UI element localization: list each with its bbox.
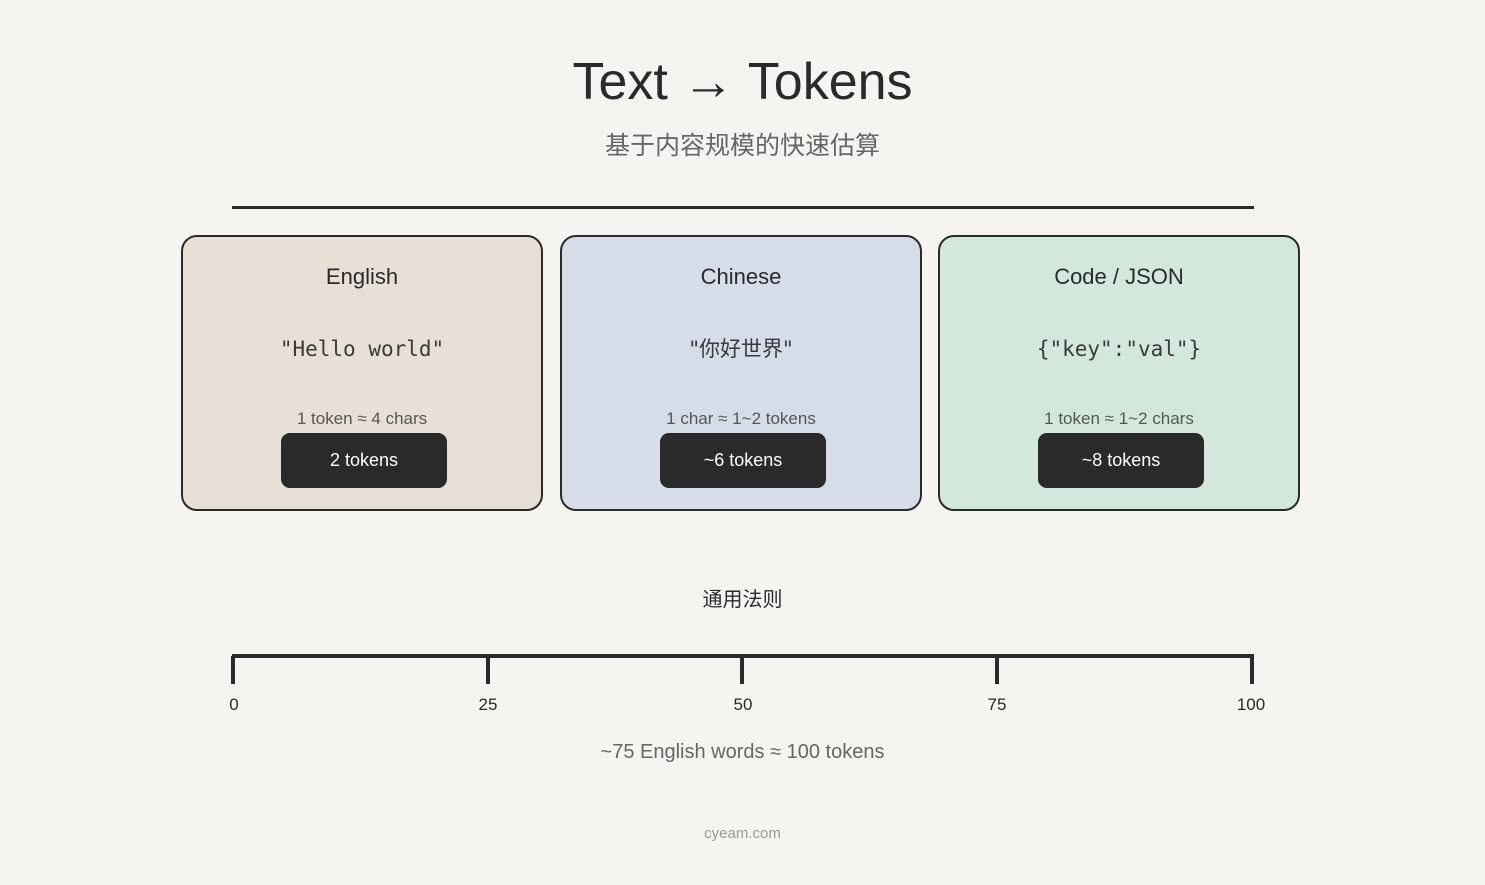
- chinese-card: Chinese "你好世界" 1 char ≈ 1~2 tokens ~6 to…: [560, 235, 922, 511]
- scale-label: 75: [987, 695, 1007, 714]
- english-card-heading: English: [325, 264, 399, 289]
- page-subtitle: 基于内容规模的快速估算: [604, 131, 880, 160]
- code-token-badge: ~8 tokens: [1038, 433, 1204, 488]
- english-card-rule: 1 token ≈ 4 chars: [296, 409, 428, 428]
- footer-credit: cyeam.com: [704, 825, 781, 842]
- scale-label: 100: [1236, 695, 1266, 714]
- scale-note: ~75 English words ≈ 100 tokens: [600, 741, 885, 763]
- code-card-rule: 1 token ≈ 1~2 chars: [1044, 409, 1194, 428]
- code-card-sample: {"key":"val"}: [1036, 337, 1202, 361]
- chinese-token-badge: ~6 tokens: [660, 433, 826, 488]
- scale-label: 0: [229, 695, 239, 714]
- english-card: English "Hello world" 1 token ≈ 4 chars …: [181, 235, 543, 511]
- scale-label: 25: [478, 695, 498, 714]
- chinese-card-heading: Chinese: [700, 264, 782, 289]
- english-card-sample: "Hello world": [279, 337, 445, 361]
- chinese-card-rule: 1 char ≈ 1~2 tokens: [666, 409, 816, 428]
- code-card-heading: Code / JSON: [1054, 264, 1184, 289]
- page-title: Text → Tokens: [572, 53, 913, 111]
- code-card: Code / JSON {"key":"val"} 1 token ≈ 1~2 …: [938, 235, 1300, 511]
- chinese-card-sample: "你好世界": [689, 337, 793, 361]
- rule-of-thumb-heading: 通用法则: [702, 587, 783, 611]
- scale-label: 50: [733, 695, 753, 714]
- english-token-badge: 2 tokens: [281, 433, 447, 488]
- header-divider: [232, 206, 1254, 209]
